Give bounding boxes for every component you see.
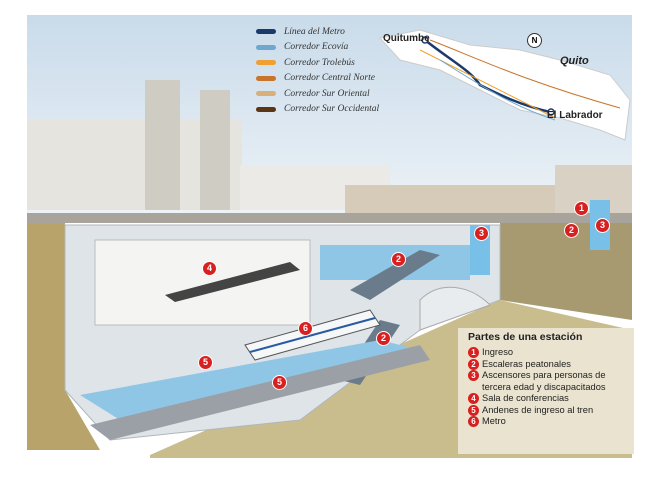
legend-swatch [256, 29, 276, 35]
parts-number-badge: 3 [468, 370, 479, 381]
legend-label: Corredor Central Norte [284, 73, 375, 84]
legend-swatch [256, 91, 276, 97]
tunnel [419, 286, 491, 331]
parts-label: Sala de conferencias [482, 393, 569, 403]
marker-andenes: 5 [272, 375, 287, 390]
quito-map [379, 29, 631, 141]
marker-sala: 4 [202, 261, 217, 276]
marker-ascensores: 3 [595, 218, 610, 233]
map-label-city: Quito [560, 55, 589, 67]
parts-label: Ascensores para personas de tercera edad… [482, 370, 606, 392]
legend-swatch [256, 44, 276, 50]
marker-ingreso: 1 [574, 201, 589, 216]
legend-label: Línea del Metro [284, 26, 345, 37]
conference-room [94, 239, 311, 326]
legend-swatch [256, 60, 276, 66]
compass-icon: N [527, 33, 542, 48]
legend-swatch [256, 75, 276, 81]
soil [27, 223, 100, 450]
map-label-end: El Labrador [547, 110, 603, 121]
parts-title: Partes de una estación [468, 331, 583, 343]
legend-item: Corredor Sur Oriental [256, 86, 379, 102]
legend-item: Corredor Trolebús [256, 55, 379, 71]
marker-escaleras: 2 [376, 331, 391, 346]
marker-escaleras: 2 [391, 252, 406, 267]
parts-number-badge: 2 [468, 358, 479, 370]
escalator [350, 250, 440, 300]
auditorium-seats [165, 262, 300, 302]
marker-ascensores: 3 [474, 226, 489, 241]
parts-label: Ingreso [482, 347, 514, 357]
parts-number-badge: 6 [468, 416, 479, 427]
legend-item: Línea del Metro [256, 24, 379, 40]
legend-item: Corredor Sur Occidental [256, 102, 379, 118]
marker-andenes: 5 [198, 355, 213, 370]
parts-number-badge: 5 [468, 404, 479, 416]
marker-metro: 6 [298, 321, 313, 336]
legend-label: Corredor Sur Oriental [284, 88, 370, 99]
platform [80, 340, 420, 420]
map-label-start: Quitumbe [383, 33, 430, 44]
parts-number-badge: 4 [468, 393, 479, 404]
street-surface [27, 213, 632, 223]
parts-number-badge: 1 [468, 347, 479, 358]
marker-escaleras: 2 [564, 223, 579, 238]
legend-item: Corredor Central Norte [256, 71, 379, 87]
parts-label: Andenes de ingreso al tren [482, 404, 594, 415]
legend-label: Corredor Trolebús [284, 57, 355, 68]
parts-label: Metro [482, 416, 506, 426]
legend-swatch [256, 106, 276, 112]
legend-label: Corredor Ecovía [284, 42, 349, 53]
legend-label: Corredor Sur Occidental [284, 104, 380, 115]
tracks [90, 345, 430, 440]
legend-item: Corredor Ecovía [256, 40, 379, 56]
parts-label: Escaleras peatonales [482, 358, 571, 369]
